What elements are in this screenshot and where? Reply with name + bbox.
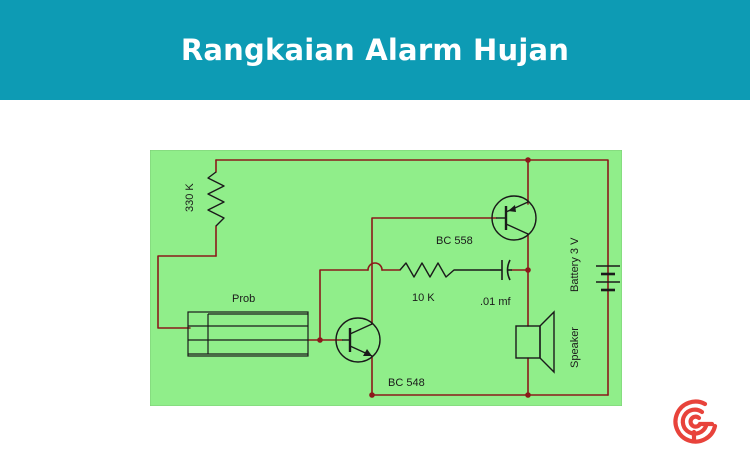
- diagram-background: [150, 150, 622, 406]
- page-title: Rangkaian Alarm Hujan: [180, 33, 570, 67]
- label-transistor-bc558: BC 558: [436, 235, 473, 247]
- resistor-10k-icon: [399, 262, 490, 278]
- label-resistor-10k: 10 K: [412, 292, 435, 304]
- probe-icon: [187, 311, 309, 357]
- battery-icon: [596, 265, 620, 292]
- label-battery: Battery 3 V: [569, 237, 581, 292]
- label-probe: Prob: [232, 293, 255, 305]
- label-transistor-bc548: BC 548: [388, 377, 425, 389]
- speaker-icon: [515, 310, 555, 374]
- transistor-bc548-icon: [335, 317, 381, 363]
- junction-dots: [317, 157, 531, 398]
- wires: [157, 159, 609, 396]
- header-banner: Rangkaian Alarm Hujan: [0, 0, 750, 100]
- capacitor-icon: [490, 259, 512, 281]
- label-speaker: Speaker: [569, 327, 581, 368]
- label-capacitor: .01 mf: [480, 296, 512, 308]
- transistor-bc558-icon: [491, 195, 537, 241]
- label-resistor-330k: 330 K: [184, 183, 196, 212]
- brand-logo-icon: [672, 396, 722, 446]
- circuit-diagram: 330 K 10 K .01 mf BC 558: [150, 150, 622, 406]
- resistor-330k-icon: [207, 171, 225, 227]
